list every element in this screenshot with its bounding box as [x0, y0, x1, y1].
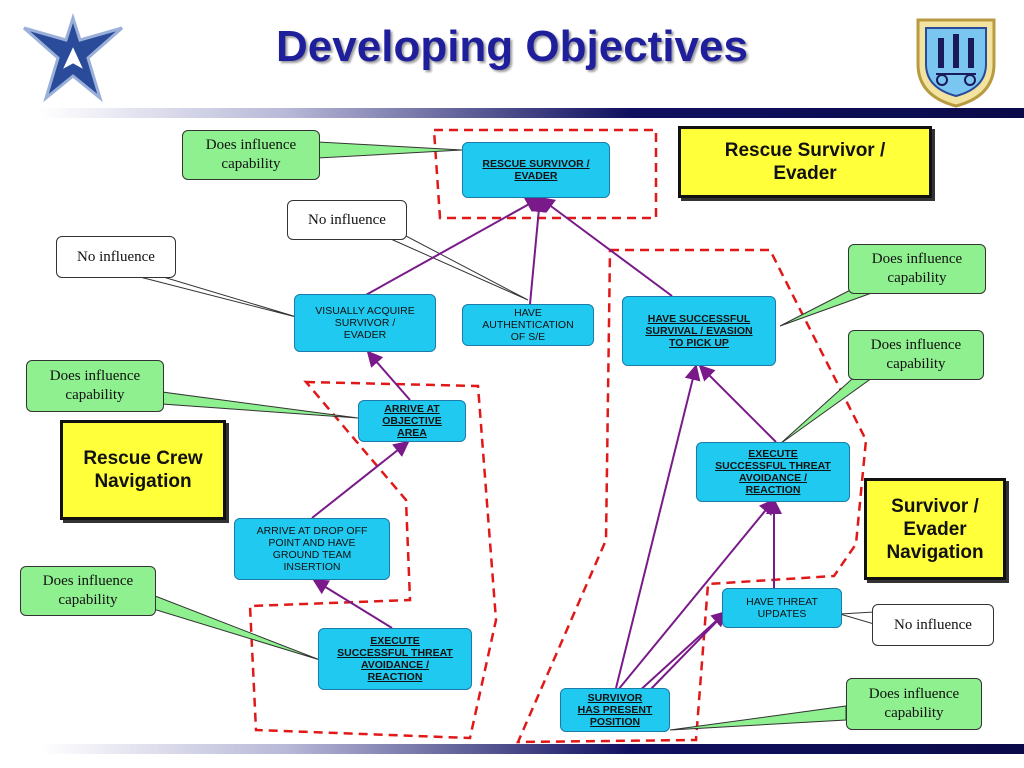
callout-3-tail — [135, 275, 301, 319]
bottom-divider-bar — [40, 744, 1024, 754]
callout-no-influence-1: No influence — [287, 200, 407, 240]
callout-8-tail — [839, 611, 875, 625]
survivor-region — [516, 248, 868, 744]
top-divider-bar — [40, 108, 1024, 118]
label-survivor-evader-navigation: Survivor / Evader Navigation — [864, 478, 1006, 580]
callout-does-influence-1: Does influence capability — [182, 130, 320, 180]
node-execute-threat-avoidance-right: EXECUTE SUCCESSFUL THREAT AVOIDANCE / RE… — [696, 442, 850, 502]
callout-9-tail — [669, 705, 847, 731]
label-rescue-crew-navigation: Rescue Crew Navigation — [60, 420, 226, 520]
callout-1-tail — [317, 141, 463, 159]
node-have-threat-updates: HAVE THREAT UPDATES — [722, 588, 842, 628]
rescue-crew-region — [248, 380, 498, 740]
test-center-shield-logo — [916, 18, 996, 108]
callout-no-influence-3: No influence — [872, 604, 994, 646]
node-have-authentication: HAVE AUTHENTICATION OF S/E — [462, 304, 594, 346]
rescue-region — [432, 128, 658, 220]
callout-6-tail — [149, 593, 321, 661]
callout-does-influence-5: Does influence capability — [848, 330, 984, 380]
node-visually-acquire: VISUALLY ACQUIRE SURVIVOR / EVADER — [294, 294, 436, 352]
callout-does-influence-6: Does influence capability — [846, 678, 982, 730]
node-execute-threat-avoidance-left: EXECUTE SUCCESSFUL THREAT AVOIDANCE / RE… — [318, 628, 472, 690]
node-arrive-objective-area: ARRIVE AT OBJECTIVE AREA — [358, 400, 466, 442]
slide-title: Developing Objectives — [276, 22, 748, 71]
callout-does-influence-3: Does influence capability — [848, 244, 986, 294]
callout-does-influence-2: Does influence capability — [26, 360, 164, 412]
air-force-logo — [23, 13, 123, 103]
callout-no-influence-2: No influence — [56, 236, 176, 278]
node-have-successful-survival: HAVE SUCCESSFUL SURVIVAL / EVASION TO PI… — [622, 296, 776, 366]
callout-4-tail — [161, 391, 359, 419]
callout-does-influence-4: Does influence capability — [20, 566, 156, 616]
node-rescue-survivor: RESCUE SURVIVOR / EVADER — [462, 142, 610, 198]
node-survivor-present-position: SURVIVOR HAS PRESENT POSITION — [560, 688, 670, 732]
node-arrive-drop-off: ARRIVE AT DROP OFF POINT AND HAVE GROUND… — [234, 518, 390, 580]
callout-7-tail — [779, 369, 873, 445]
label-rescue-survivor-evader: Rescue Survivor / Evader — [678, 126, 932, 198]
